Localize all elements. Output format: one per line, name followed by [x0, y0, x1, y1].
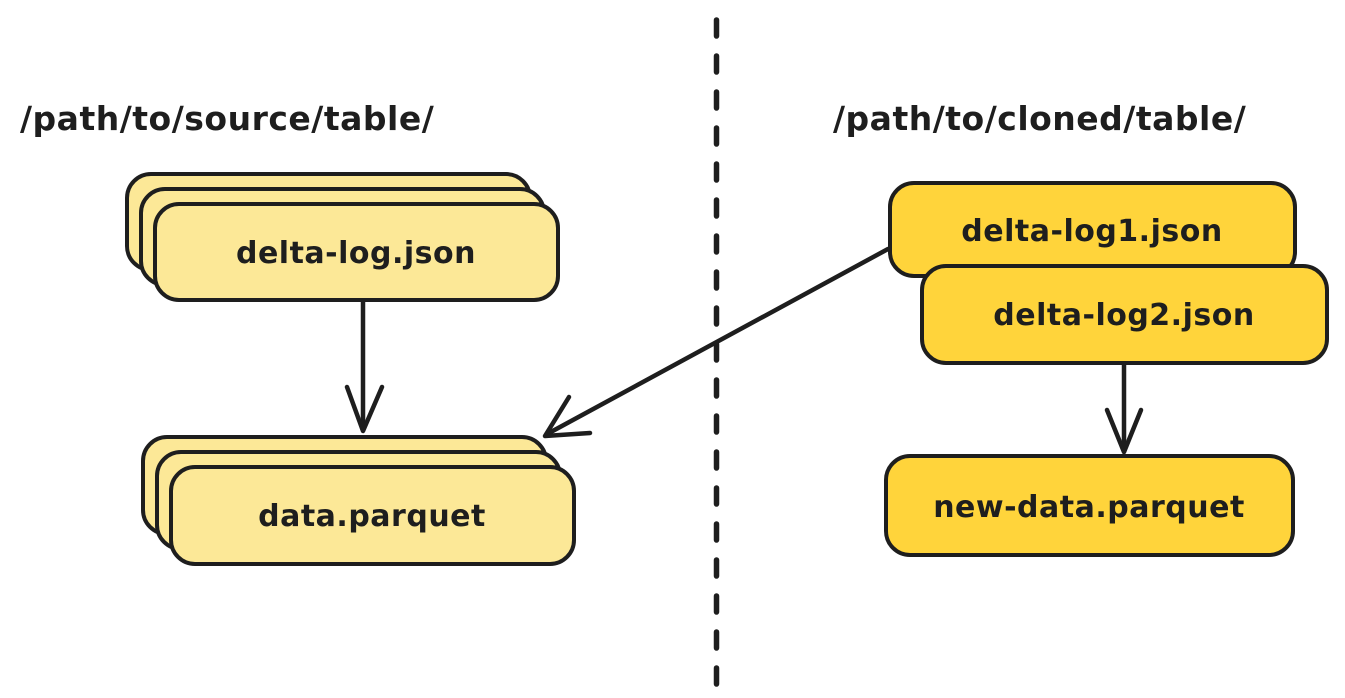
arrow-clone-log1-to-source-data — [542, 246, 891, 439]
source-delta-log-stack: delta-log.json — [125, 172, 560, 302]
arrow-source-log-to-data — [344, 299, 385, 434]
arrowhead-icon — [1104, 407, 1144, 455]
arrowhead-icon — [344, 384, 385, 434]
source-data-parquet-stack: data.parquet — [141, 435, 576, 566]
source-delta-log-label: delta-log.json — [236, 236, 476, 271]
source-data-parquet-label: data.parquet — [258, 499, 486, 534]
arrowhead-icon — [542, 394, 593, 439]
card — [884, 454, 1295, 557]
clone-new-data-parquet-box: new-data.parquet — [884, 454, 1295, 557]
clone-delta-log1-box: delta-log1.json — [888, 181, 1297, 278]
clone-delta-log1-label: delta-log1.json — [961, 214, 1222, 249]
clone-new-data-parquet-label: new-data.parquet — [933, 490, 1245, 525]
arrow-shaft — [546, 246, 891, 436]
arrow-clone-log2-to-new-data — [1104, 362, 1144, 455]
clone-path-label: /path/to/cloned/table/ — [833, 99, 1247, 138]
stack-card-front — [153, 202, 560, 302]
stack-card-front — [169, 465, 576, 566]
clone-delta-log2-box: delta-log2.json — [920, 264, 1329, 365]
clone-delta-log2-label: delta-log2.json — [993, 298, 1254, 333]
source-path-label: /path/to/source/table/ — [20, 99, 435, 138]
